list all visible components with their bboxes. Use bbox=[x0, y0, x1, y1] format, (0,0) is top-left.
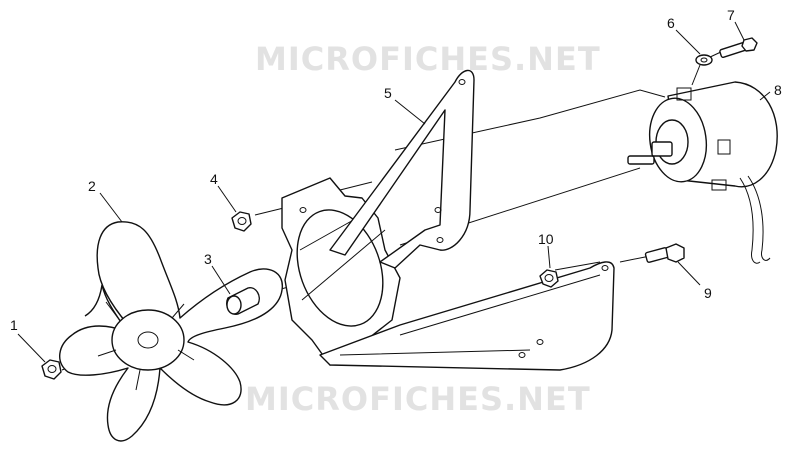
brace-nut bbox=[539, 269, 559, 288]
watermark-bottom: MICROFICHES.NET bbox=[245, 380, 591, 418]
leader-lines bbox=[17, 21, 771, 363]
upper-brace bbox=[329, 69, 475, 269]
watermark-top: MICROFICHES.NET bbox=[255, 40, 601, 78]
callout-9: 9 bbox=[704, 285, 712, 301]
fan-nut bbox=[41, 359, 62, 380]
callout-2: 2 bbox=[88, 178, 96, 194]
callout-6: 6 bbox=[667, 15, 675, 31]
callout-7: 7 bbox=[727, 7, 735, 23]
callout-3: 3 bbox=[204, 251, 212, 267]
callout-8: 8 bbox=[774, 82, 782, 98]
bracket-nut bbox=[231, 211, 252, 232]
spacer bbox=[226, 287, 260, 315]
callout-1: 1 bbox=[10, 317, 18, 333]
callout-10: 10 bbox=[538, 231, 554, 247]
brace-bolt bbox=[644, 243, 685, 263]
fan-motor bbox=[627, 81, 778, 264]
fan-blade bbox=[59, 221, 283, 442]
motor-washer bbox=[695, 54, 713, 66]
motor-bolt bbox=[719, 37, 758, 59]
shroud-bracket bbox=[281, 177, 401, 366]
callout-4: 4 bbox=[210, 171, 218, 187]
lower-brace bbox=[319, 261, 615, 371]
callout-5: 5 bbox=[384, 85, 392, 101]
